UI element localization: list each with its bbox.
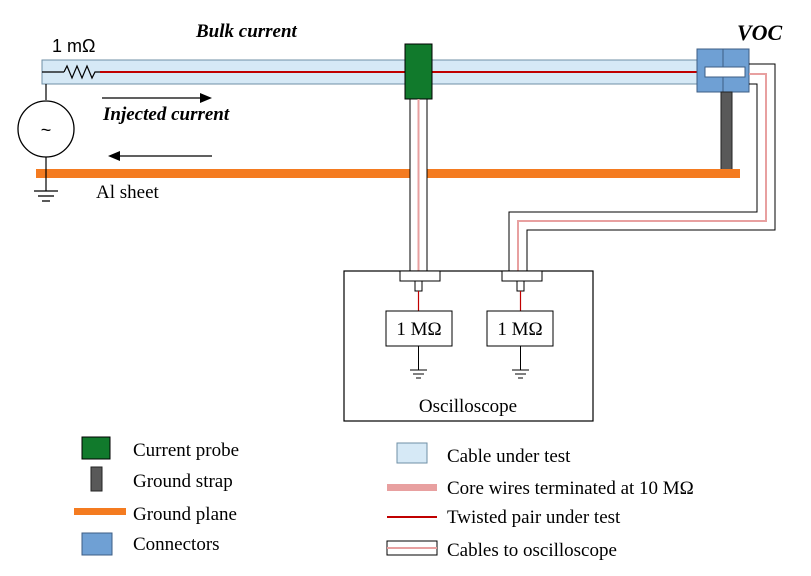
legend-current-probe-swatch <box>81 436 111 460</box>
channel-2-ground-icon <box>512 369 529 379</box>
ac-source-symbol: ~ <box>41 120 52 140</box>
oscilloscope-label: Oscilloscope <box>419 396 517 417</box>
legend-connectors-swatch <box>81 532 113 556</box>
legend-twisted-pair-label: Twisted pair under test <box>447 507 621 528</box>
ground-symbol-icon <box>34 190 58 202</box>
channel-1-pin <box>414 280 423 292</box>
legend-left: Current probe Ground strap Ground plane … <box>74 436 239 556</box>
resistor-value-label: 1 mΩ <box>52 36 95 56</box>
voc-cable-to-oscilloscope <box>508 63 776 271</box>
channel-1-resistor <box>385 310 453 347</box>
legend-cable-under-test-swatch <box>396 442 428 464</box>
legend-core-wires-label: Core wires terminated at 10 MΩ <box>447 478 694 499</box>
bulk-current-label: Bulk current <box>195 21 298 42</box>
probe-cable-to-oscilloscope <box>409 98 428 272</box>
legend-right: Cable under test Core wires terminated a… <box>386 442 694 561</box>
oscilloscope-channel-2: 1 MΩ <box>486 270 554 379</box>
channel-2-pin <box>516 280 525 292</box>
connector-slot <box>704 66 746 78</box>
channel-1-connector <box>399 270 441 282</box>
legend-current-probe-label: Current probe <box>133 440 239 461</box>
legend-cable-under-test-label: Cable under test <box>447 446 571 467</box>
injected-current-arrowhead-icon <box>200 93 212 103</box>
channel-2-connector <box>501 270 543 282</box>
ground-plane <box>36 169 740 178</box>
channel-2-resistor <box>486 310 554 347</box>
legend-ground-strap-swatch <box>90 466 103 492</box>
legend-ground-plane-swatch <box>74 508 126 515</box>
legend-ground-plane-label: Ground plane <box>133 504 237 525</box>
injected-current-label: Injected current <box>102 104 230 125</box>
legend-core-wires-swatch <box>387 484 437 491</box>
channel-1-resistor-label: 1 MΩ <box>396 319 441 340</box>
legend-osc-cables-swatch <box>386 540 438 556</box>
channel-2-resistor-label: 1 MΩ <box>497 319 542 340</box>
ground-strap <box>720 91 733 172</box>
voc-label: VOC <box>737 20 783 45</box>
al-sheet-label: Al sheet <box>96 182 160 203</box>
resistor-zigzag-icon <box>63 64 100 80</box>
legend-connectors-label: Connectors <box>133 534 220 555</box>
channel-1-ground-icon <box>410 369 427 379</box>
return-current-arrowhead-icon <box>108 151 120 161</box>
legend-osc-cables-label: Cables to oscilloscope <box>447 540 617 561</box>
oscilloscope-channel-1: 1 MΩ <box>385 270 453 379</box>
legend-ground-strap-label: Ground strap <box>133 471 233 492</box>
current-probe <box>404 43 433 100</box>
